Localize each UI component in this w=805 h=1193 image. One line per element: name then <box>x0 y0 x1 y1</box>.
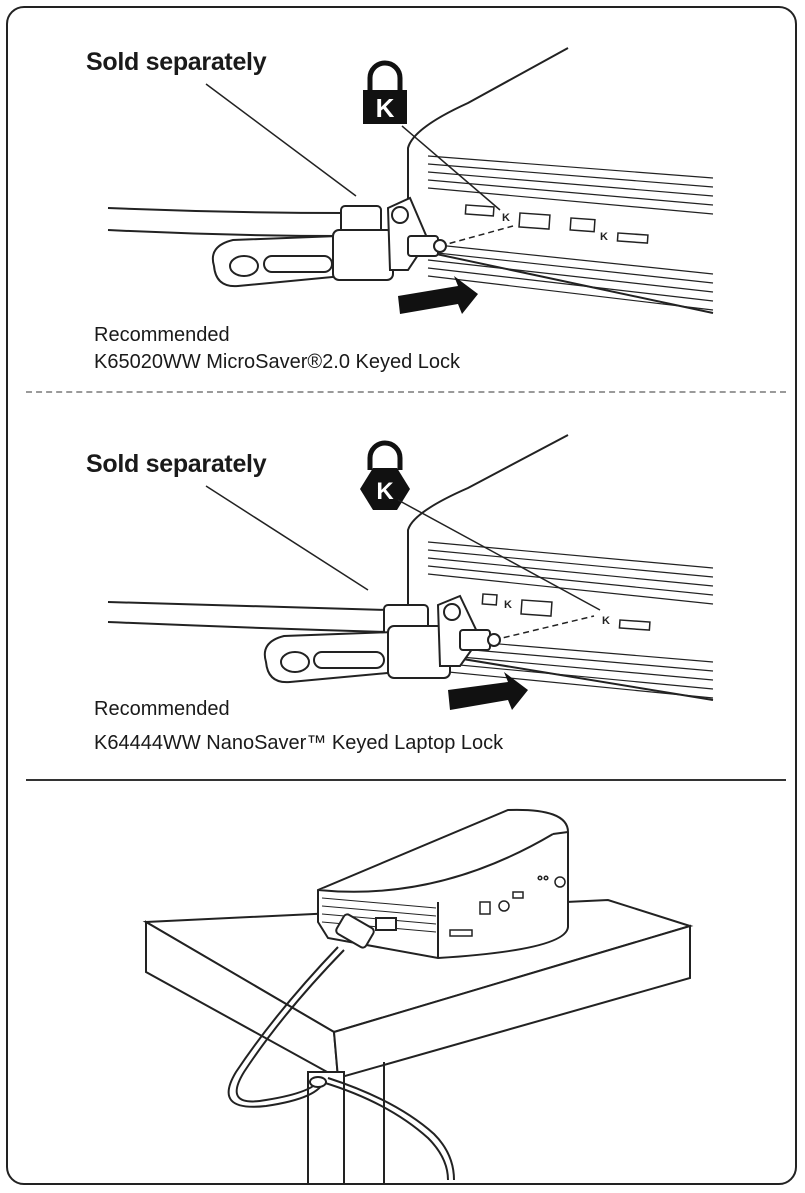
svg-text:K: K <box>376 478 394 505</box>
svg-text:K: K <box>376 93 395 123</box>
kensington-nano-lock-icon: K <box>360 440 410 510</box>
kensington-k-lock-icon: K <box>363 60 407 124</box>
microsaver-illustration: K K <box>107 47 714 314</box>
product-name-nanosaver: K64444WW NanoSaver™ Keyed Laptop Lock <box>94 732 504 754</box>
panel-microsaver: Sold separately K <box>8 8 795 398</box>
recommended-label: Recommended <box>94 324 230 346</box>
solid-divider <box>26 779 786 781</box>
recommended-label: Recommended <box>94 698 230 720</box>
svg-text:K: K <box>502 212 510 224</box>
product-name-microsaver: K65020WW MicroSaver®2.0 Keyed Lock <box>94 351 461 373</box>
sold-separately-label: Sold separately <box>86 48 267 76</box>
nanosaver-illustration: K K K <box>107 434 714 710</box>
panel-desk-installation <box>8 782 795 1183</box>
svg-text:K: K <box>504 599 512 611</box>
panel-nanosaver: Sold separately K <box>8 400 795 780</box>
page-frame: Sold separately K <box>6 6 797 1185</box>
svg-text:K: K <box>600 231 608 243</box>
dashed-divider <box>26 391 786 393</box>
desk-installation-illustration <box>142 808 694 1183</box>
svg-text:K: K <box>602 615 610 627</box>
sold-separately-label: Sold separately <box>86 450 267 478</box>
